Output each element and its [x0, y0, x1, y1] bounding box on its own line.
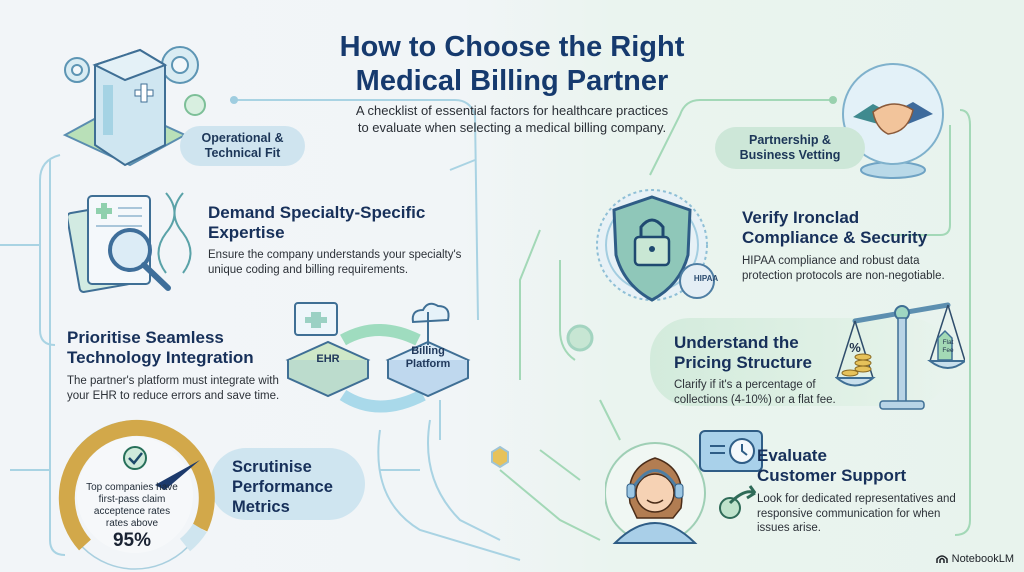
pricing-desc-line-2: collections (4-10%) or a flat fee.	[674, 393, 836, 406]
specialty-desc-line-2: unique coding and billing requirements.	[208, 263, 409, 276]
compliance-title-line-1: Verify Ironclad	[742, 208, 860, 227]
flat-fee-line-1: Flat	[942, 339, 954, 346]
title-line-2: Medical Billing Partner	[355, 65, 669, 97]
integration-desc-line-1: The partner's platform must integrate wi…	[67, 375, 279, 387]
page-title: How to Choose the Right Medical Billing …	[250, 30, 774, 98]
check-circle-icon	[123, 446, 147, 470]
specialty-title-line-2: Expertise	[208, 223, 285, 242]
specialty-desc-line-1: Ensure the company understands your spec…	[208, 249, 462, 261]
pricing-title-line-2: Pricing Structure	[674, 353, 812, 372]
category-left-line-2: Technical Fit	[204, 146, 281, 160]
support-desc-line-1: Look for dedicated representatives and	[757, 493, 956, 505]
brand-name: NotebookLM	[951, 553, 1014, 565]
notebooklm-watermark: NotebookLM	[935, 553, 1014, 565]
hospital-gears-icon	[62, 46, 206, 167]
category-operational-technical-fit: Operational &Technical Fit	[180, 126, 305, 166]
hipaa-badge: HIPAA	[693, 274, 719, 283]
factor-support-desc: Look for dedicated representatives and re…	[757, 492, 987, 536]
category-left-line-1: Operational &	[201, 131, 284, 145]
support-agent-icon	[605, 430, 763, 544]
category-partnership-business-vetting: Partnership &Business Vetting	[715, 127, 865, 169]
metrics-title-line-3: Metrics	[232, 498, 290, 516]
gauge-caption: Top companies have first-pass claim acce…	[80, 482, 184, 530]
gauge-remaining-arc	[179, 523, 207, 552]
compliance-title-line-2: Compliance & Security	[742, 228, 928, 247]
handshake-globe-icon	[842, 63, 944, 179]
document-magnifier-dna-icon	[68, 192, 192, 293]
shield-lock-icon	[596, 189, 715, 302]
subtitle-line-1: A checklist of essential factors for hea…	[355, 103, 669, 118]
factor-performance-metrics-card	[210, 448, 365, 520]
subtitle-line-2: to evaluate when selecting a medical bil…	[357, 120, 667, 135]
support-desc-line-2: responsive communication for when	[757, 507, 941, 520]
gauge-value: 95%	[112, 530, 152, 551]
metrics-title-line-1: Scrutinise	[232, 458, 312, 476]
category-right-line-1: Partnership &	[749, 133, 831, 147]
factor-compliance-desc: HIPAA compliance and robust data protecti…	[742, 254, 967, 283]
factor-specialty-desc: Ensure the company understands your spec…	[208, 248, 468, 277]
category-right-line-2: Business Vetting	[739, 148, 841, 162]
flat-fee-line-2: Fee	[942, 347, 954, 354]
specialty-title-line-1: Demand Specialty-Specific	[208, 203, 426, 222]
billing-label-line-1: Billing	[411, 345, 445, 357]
support-title-line-2: Customer Support	[757, 466, 907, 485]
page-subtitle: A checklist of essential factors for hea…	[300, 102, 724, 136]
integration-title-line-2: Technology Integration	[67, 348, 254, 367]
gauge-fill-arc	[58, 419, 215, 551]
support-title-line-1: Evaluate	[757, 446, 827, 465]
integration-title-line-1: Prioritise Seamless	[67, 328, 224, 347]
gauge-caption-line-4: rates above	[105, 518, 159, 529]
performance-gauge	[58, 419, 215, 570]
pricing-title-line-1: Understand the	[674, 333, 799, 352]
gauge-caption-line-3: acceptence rates	[93, 506, 171, 517]
billing-label-line-2: Platform	[405, 358, 451, 370]
balance-scale-icon	[835, 302, 965, 410]
gauge-needle	[155, 460, 200, 490]
percent-label: %	[849, 340, 861, 355]
ehr-label: EHR	[316, 353, 340, 365]
factor-integration-desc: The partner's platform must integrate wi…	[67, 374, 287, 403]
notebooklm-logo-icon	[935, 555, 948, 563]
support-desc-line-3: issues arise.	[757, 522, 821, 534]
integration-link-icon	[285, 302, 471, 413]
factor-metrics-title: Scrutinise Performance Metrics	[232, 457, 362, 517]
factor-pricing-desc: Clarify if it's a percentage of collectio…	[674, 378, 844, 407]
pricing-desc-line-1: Clarify if it's a percentage of	[674, 379, 816, 391]
gauge-caption-line-1: Top companies have	[86, 482, 178, 493]
gauge-caption-line-2: first-pass claim	[98, 494, 166, 505]
compliance-desc-line-2: protection protocols are non-negotiable.	[742, 269, 945, 282]
metrics-title-line-2: Performance	[232, 478, 333, 496]
title-line-1: How to Choose the Right	[339, 31, 685, 63]
compliance-desc-line-1: HIPAA compliance and robust data	[742, 255, 920, 267]
integration-desc-line-2: your EHR to reduce errors and save time.	[67, 389, 280, 402]
